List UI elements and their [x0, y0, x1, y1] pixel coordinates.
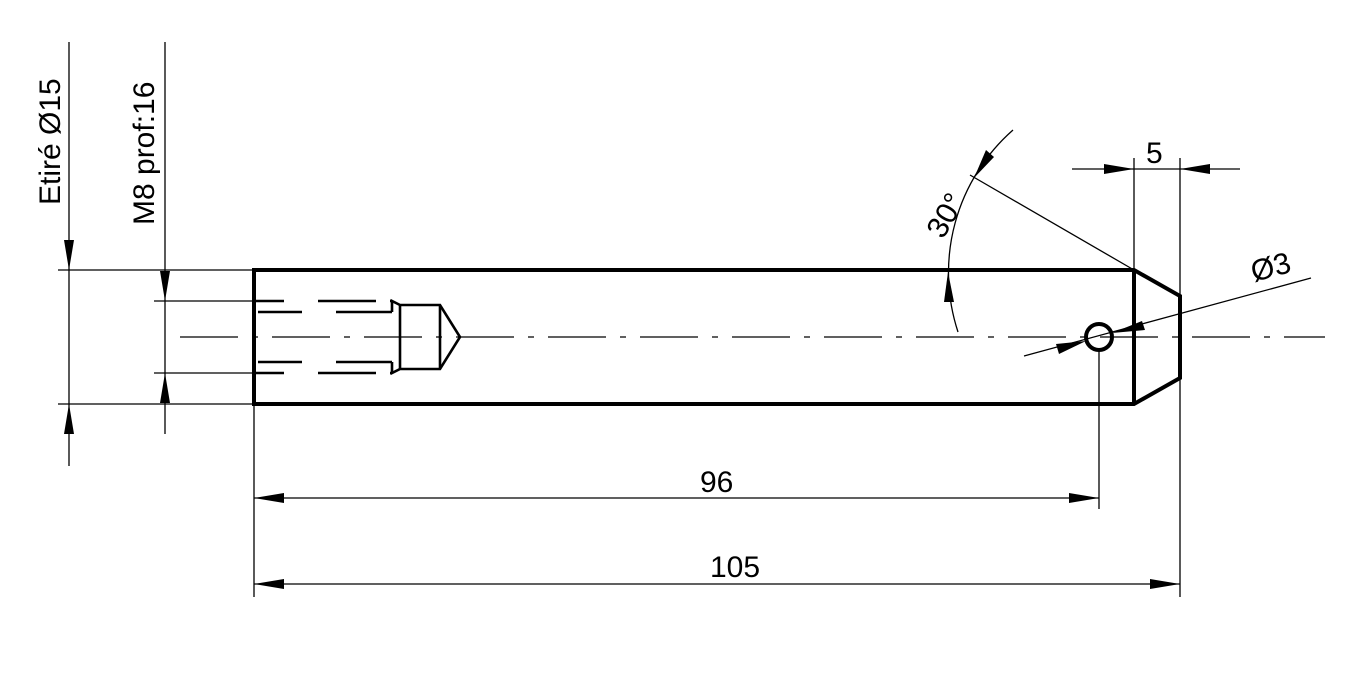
hole-position-dimension: 96 — [253, 350, 1100, 597]
arrow-angle-top — [974, 150, 994, 178]
arrow-angle-bottom — [944, 272, 954, 302]
hole-position-label: 96 — [700, 466, 733, 499]
overall-length-dimension: 105 — [254, 378, 1181, 597]
overall-length-label: 105 — [710, 551, 760, 584]
arrow-left — [1180, 164, 1210, 174]
hole-diameter-label: Ø3 — [1247, 247, 1294, 289]
thread-m8-dimension: M8 prof:16 — [128, 42, 254, 434]
drawn-bar-label: Etiré Ø15 — [34, 78, 67, 205]
arrow-in-left — [1056, 341, 1086, 354]
chamfer-angle-dimension: 30° — [920, 129, 1135, 333]
diameter-15-dimension: Etiré Ø15 — [34, 42, 254, 466]
tapped-hole — [256, 298, 462, 376]
arrow-down — [160, 271, 170, 301]
arrow-left — [254, 579, 284, 589]
chamfer-extension-line — [969, 174, 1135, 271]
angle-arc — [947, 129, 1014, 333]
arrow-right — [1150, 579, 1180, 589]
arrow-down — [64, 240, 74, 270]
drill-bottom — [390, 298, 462, 376]
arrow-right — [1104, 164, 1134, 174]
thread-label: M8 prof:16 — [128, 82, 161, 225]
arrow-up — [160, 373, 170, 403]
hole-diameter-dimension: Ø3 — [1023, 247, 1312, 357]
chamfer-length-label: 5 — [1146, 137, 1163, 170]
arrow-up — [64, 404, 74, 434]
chamfer-length-dimension: 5 — [1072, 137, 1240, 296]
arrow-in-right — [1112, 321, 1145, 333]
arrow-right — [1069, 493, 1099, 503]
arrow-left — [254, 493, 284, 503]
